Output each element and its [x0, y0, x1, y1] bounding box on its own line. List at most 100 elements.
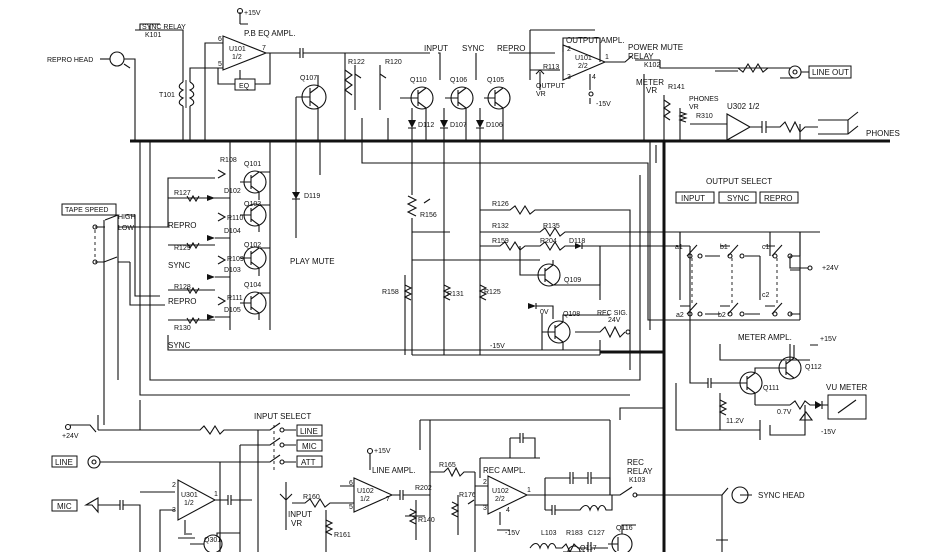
label-minus15v-meter: -15V	[821, 429, 836, 436]
label-r126: R126	[492, 201, 509, 208]
label-pb-eq-ampl: P.B EQ AMPL.	[244, 29, 295, 38]
label-input: INPUT	[424, 44, 448, 53]
label-meter-vr-a: METER	[636, 78, 664, 87]
meter-amplifier	[675, 246, 867, 440]
label-r127: R127	[174, 190, 191, 197]
label-d106: D106	[486, 122, 503, 129]
input-select-section	[64, 400, 340, 552]
tape-speed-switching	[92, 141, 600, 425]
label-meter-vr-b: VR	[646, 86, 657, 95]
label-r108: R108	[220, 157, 237, 164]
label-sync-relay: SYNC RELAY	[142, 24, 186, 31]
pin-1e: 1	[214, 491, 218, 498]
label-meter-ampl: METER AMPL.	[738, 333, 792, 342]
label-r130: R130	[174, 325, 191, 332]
output-select-switches	[675, 191, 813, 317]
label-q103: Q103	[244, 201, 261, 208]
pin-4d: 4	[506, 507, 510, 514]
label-u101-12-a: U101	[229, 46, 246, 53]
pin-6c: 6	[349, 480, 353, 487]
label-line-out: LINE OUT	[812, 68, 849, 77]
label-output-vr-a: OUTPUT	[536, 83, 566, 90]
pin-4b: 4	[592, 74, 596, 81]
label-r129: R129	[174, 245, 191, 252]
label-c127: C127	[588, 530, 605, 537]
label-q105: Q105	[487, 77, 504, 84]
label-v112: 11.2V	[726, 418, 744, 425]
label-r183: R183	[566, 530, 583, 537]
label-sync-a: SYNC	[168, 261, 190, 270]
label-tape-speed: TAPE SPEED	[65, 207, 108, 214]
label-k101: K101	[145, 32, 161, 39]
label-c2: c2	[762, 292, 770, 299]
label-r109: R109	[227, 256, 244, 263]
label-d107: D107	[450, 122, 467, 129]
center-network	[403, 162, 800, 370]
label-k103: K103	[629, 477, 645, 484]
label-input-vr-b: VR	[291, 519, 302, 528]
label-input-select: INPUT SELECT	[254, 412, 311, 421]
label-line-ampl: LINE AMPL.	[372, 466, 416, 475]
label-att-btn: ATT	[301, 458, 316, 467]
label-u301-a: U301	[181, 492, 198, 499]
label-power-mute-a: POWER MUTE	[628, 43, 683, 52]
label-r160: R160	[303, 494, 320, 501]
label-minus15v-rec: -15V	[505, 530, 520, 537]
label-u301-b: 1/2	[184, 500, 194, 507]
label-phones-vr-b: VR	[689, 104, 699, 111]
label-high: HIGH	[118, 214, 136, 221]
label-r202: R202	[415, 485, 432, 492]
label-q301: Q301	[204, 537, 221, 544]
label-q104: Q104	[244, 282, 261, 289]
label-r140: R140	[418, 517, 435, 524]
pin-2e: 2	[172, 482, 176, 489]
label-ov: 0V	[540, 309, 549, 316]
label-low: LOW	[118, 225, 134, 232]
label-phones: PHONES	[866, 129, 900, 138]
label-q107: Q107	[300, 75, 317, 82]
label-u102-22-b: 2/2	[495, 496, 505, 503]
label-r161: R161	[334, 532, 351, 539]
label-rec-relay-b: RELAY	[627, 467, 653, 476]
label-d118: D118	[569, 238, 585, 245]
label-q109: Q109	[564, 277, 581, 284]
label-r131: R131	[447, 291, 464, 298]
label-a2: a2	[676, 312, 684, 319]
label-r135: R135	[543, 223, 560, 230]
label-sel-sync: SYNC	[727, 194, 749, 203]
line-jack-box	[51, 455, 78, 468]
label-d119: D119	[304, 193, 320, 200]
label-output-ampl: OUTPUT AMPL.	[566, 36, 625, 45]
label-mic-jack: MIC	[57, 502, 72, 511]
label-r120: R120	[385, 59, 402, 66]
label-play-mute: PLAY MUTE	[290, 257, 335, 266]
label-u101-22-b: 2/2	[578, 63, 588, 70]
label-plus24v-left: +24V	[62, 433, 79, 440]
label-k102: K102	[644, 62, 660, 69]
label-minus15v-out: -15V	[596, 101, 611, 108]
label-c1: c1	[762, 244, 770, 251]
label-sync-b: SYNC	[168, 341, 190, 350]
tape-speed-box	[61, 203, 117, 216]
pin-6: 6	[218, 36, 222, 43]
label-minus15v-mid: -15V	[490, 343, 505, 350]
pin-3d: 3	[483, 505, 487, 512]
label-a1: a1	[675, 244, 683, 251]
label-r159: R159	[492, 238, 509, 245]
phones-section	[678, 108, 859, 141]
rec-amplifier	[475, 420, 752, 552]
label-v07: 0.7V	[777, 409, 792, 416]
label-rec-sig-a: REC SIG.	[597, 310, 628, 317]
label-r141: R141	[668, 84, 685, 91]
mic-jack-box	[51, 499, 78, 512]
label-r111: R111	[227, 295, 243, 302]
label-plus24v-right: +24V	[822, 265, 839, 272]
label-u102-22-a: U102	[492, 488, 509, 495]
label-repro-a: REPRO	[168, 221, 196, 230]
pin-5c: 5	[349, 504, 353, 511]
label-d105: D105	[224, 307, 241, 314]
label-plus15v-meter: +15V	[820, 336, 837, 343]
label-r110: R110	[227, 215, 243, 222]
label-d112: D112	[418, 122, 434, 129]
